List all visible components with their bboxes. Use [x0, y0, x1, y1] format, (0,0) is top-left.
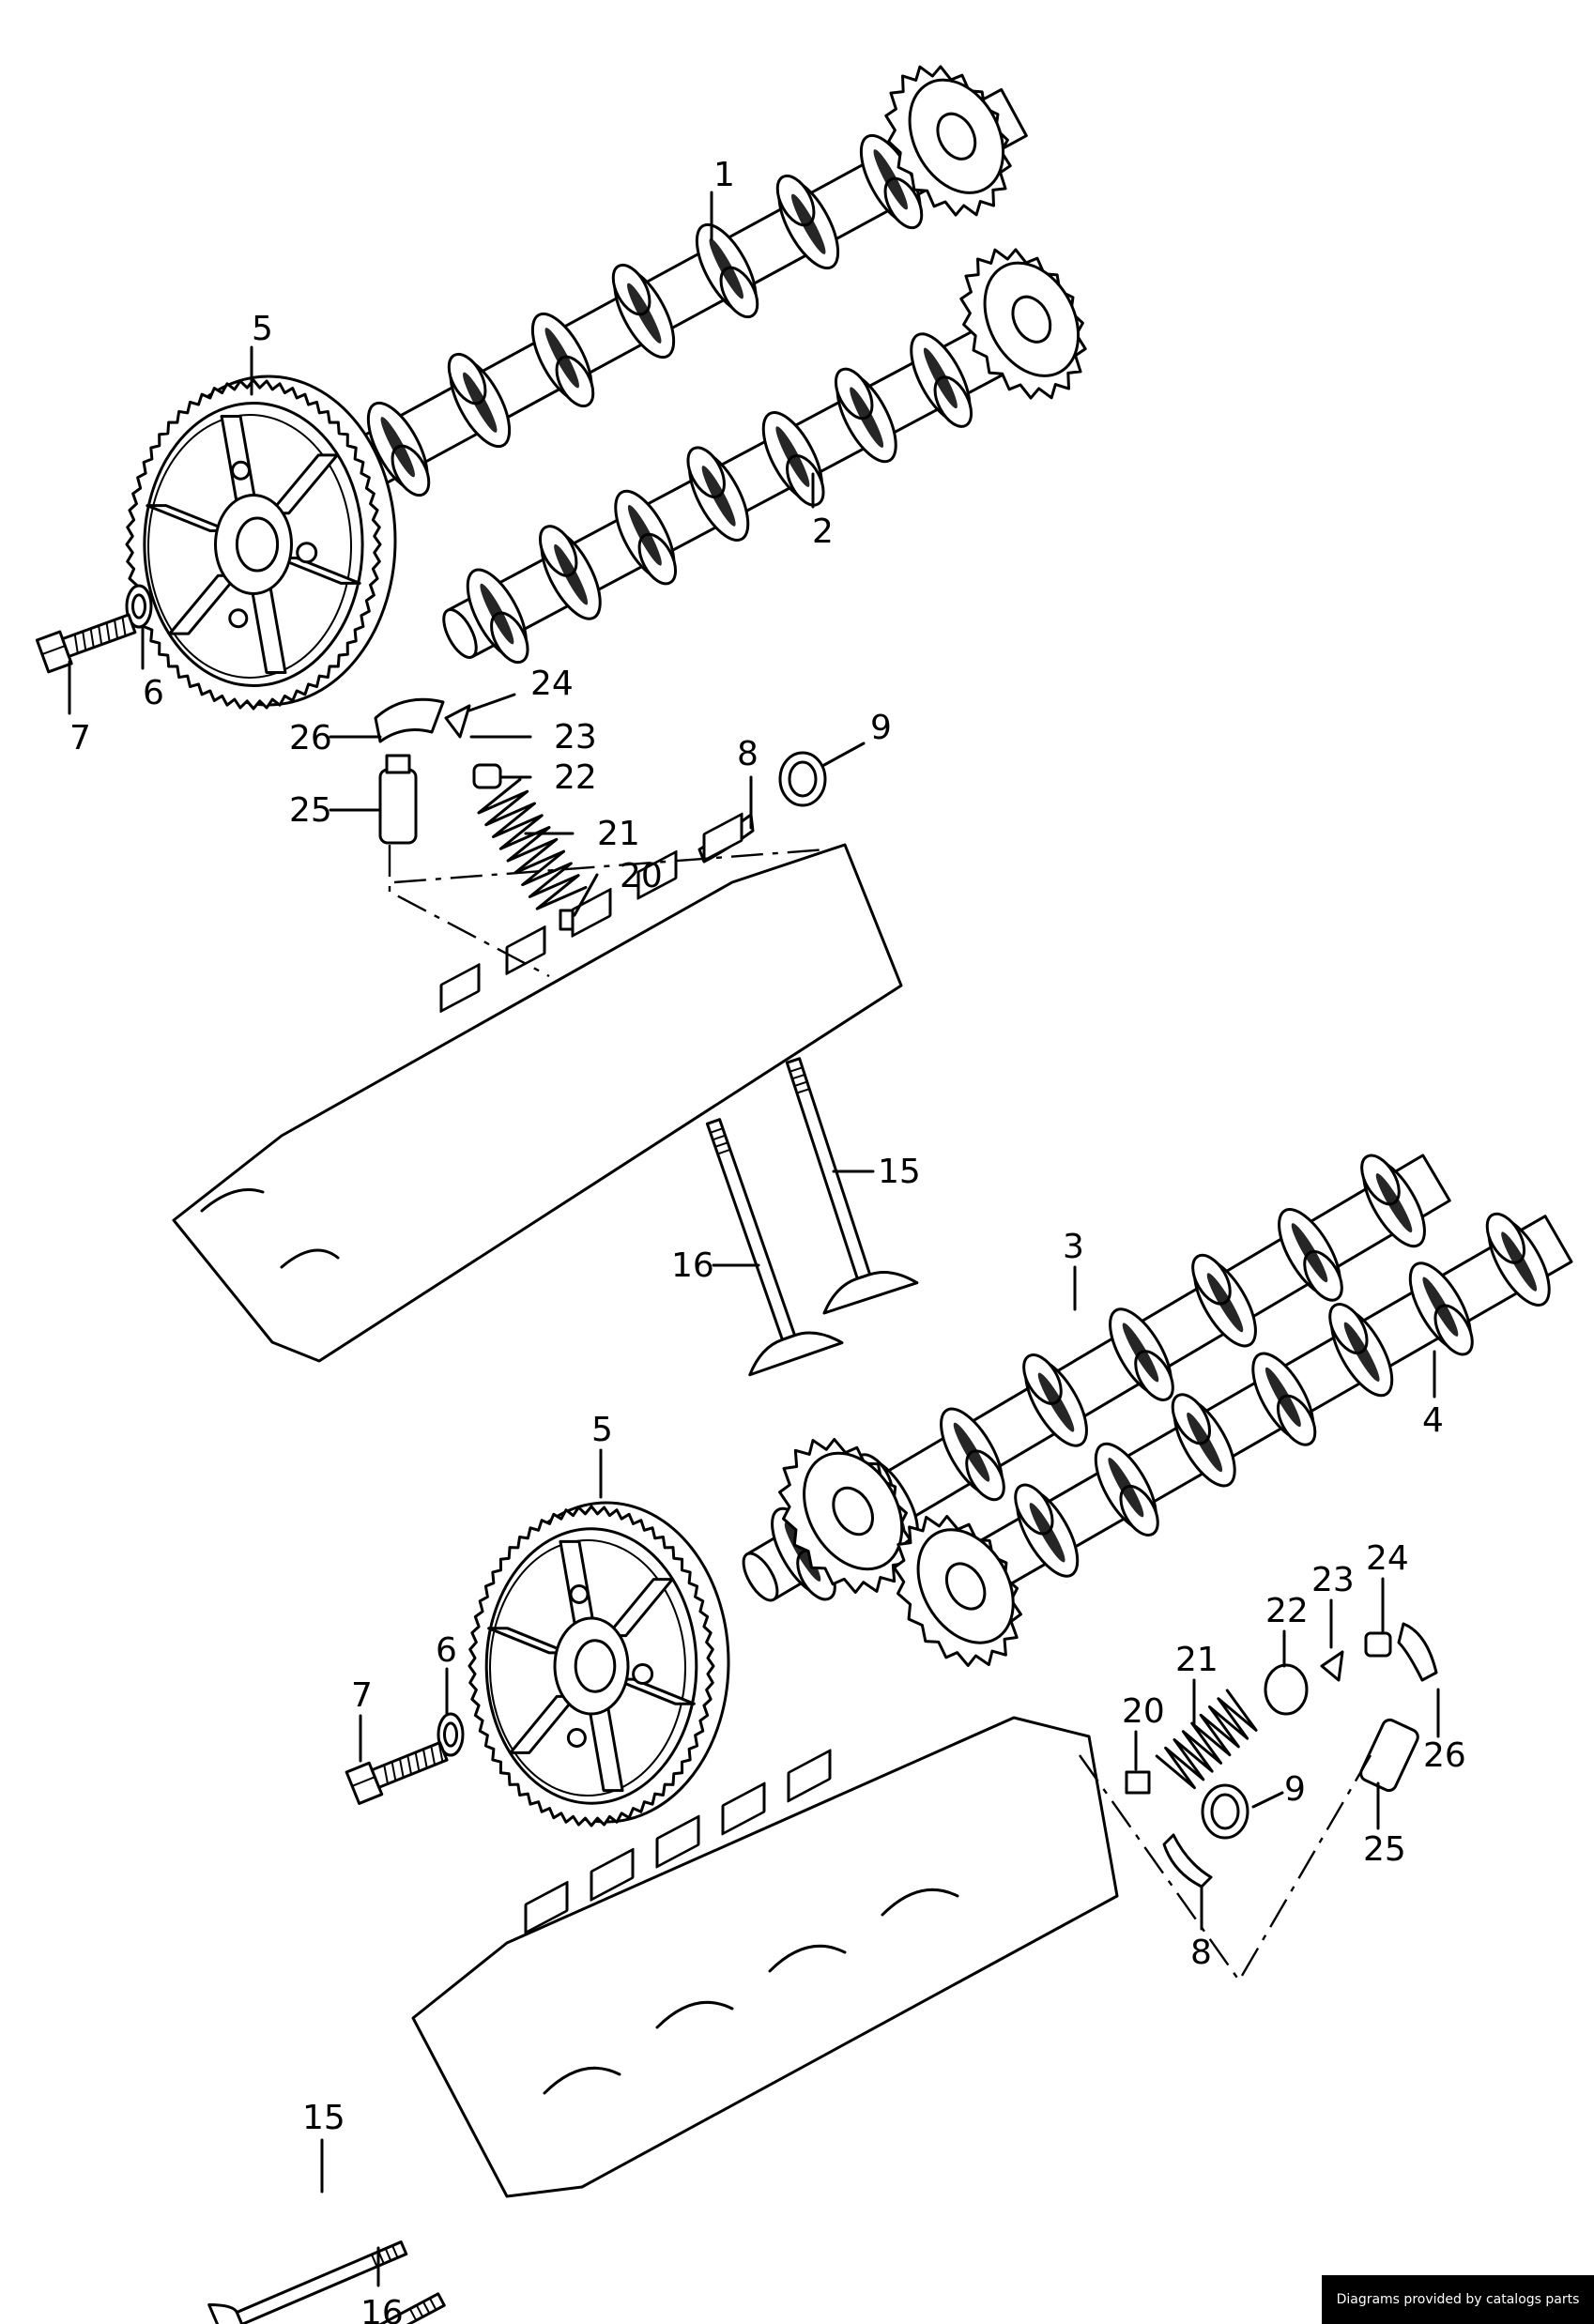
valve-16-upper: [705, 1118, 844, 1377]
spring-retainer-lower: [1264, 1663, 1309, 1716]
callout-c8b: 8: [1190, 1934, 1212, 1972]
callout-c16a: 16: [671, 1246, 714, 1285]
callout-c15b: 15: [302, 2099, 345, 2137]
head-lower-bearing-seats: [543, 1888, 959, 2095]
callout-c9a: 9: [870, 709, 892, 747]
callout-c24a: 24: [530, 665, 574, 703]
leader-c20a: [573, 873, 599, 917]
callout-c25b: 25: [1363, 1830, 1406, 1869]
hydraulic-lifter-lower: [1359, 1718, 1419, 1793]
leader-c9b: [1251, 1791, 1284, 1809]
callout-c21b: 21: [1175, 1641, 1218, 1679]
callout-c6a: 6: [143, 674, 164, 712]
camshaft-2-gear: [959, 248, 1087, 400]
callout-c26a: 26: [289, 719, 332, 757]
lifter-top-upper: [385, 754, 411, 774]
centerline-upper-a: [393, 848, 827, 884]
camshaft-4-gear: [893, 1515, 1022, 1667]
callout-c9b: 9: [1284, 1770, 1306, 1809]
callout-c1: 1: [713, 156, 735, 194]
valve-15-upper: [785, 1057, 919, 1315]
seal-ring-upper-inner: [788, 760, 818, 798]
seal-ring-lower-inner: [1210, 1793, 1240, 1830]
callout-c24b: 24: [1366, 1539, 1409, 1578]
rocker-arm-upper: [374, 697, 445, 743]
valve-16-lower: [378, 2292, 446, 2324]
callout-c25a: 25: [289, 791, 332, 830]
stem-seal-lower: [1125, 1770, 1151, 1795]
callout-c8a: 8: [737, 735, 759, 773]
callout-c5b: 5: [591, 1411, 613, 1449]
lifter-top-lower: [1364, 1631, 1392, 1658]
callout-c20a: 20: [620, 857, 663, 895]
head-upper-detail: [200, 1188, 340, 1269]
leader-c9a: [822, 742, 866, 767]
parts-drawing: [35, 65, 1573, 2324]
bolt-upper: [35, 613, 137, 674]
callout-leaders: [68, 191, 1440, 2287]
callout-c7b: 7: [351, 1676, 373, 1715]
callout-c3: 3: [1063, 1228, 1084, 1266]
valve-spring-lower: [1155, 1689, 1258, 1790]
washer-upper: [125, 584, 153, 629]
callout-c4: 4: [1422, 1401, 1444, 1440]
callout-c26b: 26: [1423, 1736, 1466, 1775]
leader-c24a: [467, 693, 516, 712]
sprocket-lower: [467, 1501, 730, 1827]
cylinder-head-lower: [411, 1716, 1119, 2198]
valve-cotter-lower: [1320, 1650, 1344, 1682]
centerline-upper-b: [388, 845, 550, 978]
seal-half-lower: [1162, 1833, 1213, 1888]
callout-c22a: 22: [554, 758, 597, 797]
callout-c7a: 7: [69, 719, 91, 757]
valve-15-lower: [207, 2240, 408, 2324]
callout-c23a: 23: [554, 718, 597, 757]
camshaft-3-gear: [778, 1438, 912, 1594]
callout-c21a: 21: [597, 815, 640, 853]
callout-c20b: 20: [1122, 1692, 1165, 1731]
rocker-arm-lower: [1397, 1622, 1438, 1682]
hydraulic-lifter-upper: [378, 768, 418, 845]
cylinder-head-upper: [172, 812, 903, 1363]
diagram-credit: Diagrams provided by catalogs parts: [1322, 2275, 1594, 2324]
camshaft-1-gear: [884, 65, 1012, 217]
valve-spring-upper: [477, 777, 588, 910]
callout-c2: 2: [812, 512, 834, 551]
callout-c22b: 22: [1265, 1592, 1309, 1630]
camshaft-2: [442, 288, 1065, 665]
callout-c5a: 5: [252, 310, 273, 348]
valve-cotter-upper: [444, 704, 471, 739]
washer-lower: [437, 1712, 465, 1757]
spring-retainer-upper: [472, 763, 502, 789]
callout-c16b: 16: [360, 2294, 404, 2324]
callout-c23b: 23: [1311, 1561, 1355, 1599]
bolt-lower: [345, 1741, 449, 1805]
callout-c6b: 6: [436, 1631, 457, 1670]
sprocket-upper: [125, 375, 397, 711]
callout-c15a: 15: [878, 1153, 921, 1191]
